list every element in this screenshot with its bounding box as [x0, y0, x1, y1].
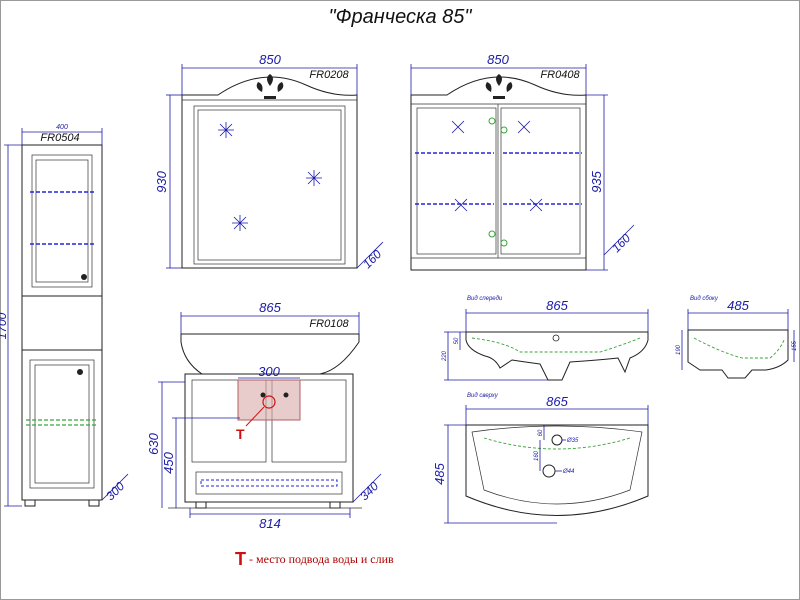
vanity-foot — [329, 501, 341, 509]
vanity-base-width-label: 814 — [259, 516, 281, 531]
mirror-fr0208: 850 FR0208 930 160 — [154, 52, 384, 271]
legend-mark: Т — [235, 549, 246, 569]
drain-hole — [542, 464, 556, 478]
sink-side-depth-label: 485 — [727, 298, 749, 313]
sparkle-icon — [517, 120, 531, 134]
mirror-depth-label: 160 — [360, 247, 384, 271]
front-view-label: Вид спереди — [467, 296, 503, 302]
drain-point — [262, 395, 276, 409]
mirror-height-label: 930 — [154, 170, 169, 192]
sink-top-depth-label: 485 — [432, 462, 447, 484]
cabinet-depth-label: 300 — [103, 479, 127, 503]
top-view-label: Вид сверху — [467, 393, 499, 399]
sink-side-view: Вид сбоку 485 190 155 — [676, 296, 798, 379]
vanity-body — [184, 373, 354, 503]
sparkle-icon — [529, 198, 543, 212]
sparkle-icon — [451, 120, 465, 134]
cabinet-upper-door — [31, 154, 93, 288]
sparkle-icon — [232, 215, 248, 231]
vanity-knob — [283, 392, 289, 398]
vanity-height-label: 630 — [146, 432, 161, 454]
vanity-top-width-label: 865 — [259, 300, 281, 315]
legend: Т - место подвода воды и слив — [235, 549, 394, 570]
sink-side-outline — [687, 329, 789, 379]
wall-model-label: FR0408 — [540, 69, 580, 81]
wall-depth-label: 160 — [609, 231, 633, 255]
legend-text: - место подвода воды и слив — [249, 552, 394, 566]
sparkle-icon — [306, 170, 322, 186]
cabinet-lower-door — [29, 359, 95, 489]
drain-hole-label: Ø44 — [562, 469, 575, 475]
cabinet-foot — [88, 499, 100, 507]
sparkle-icon — [218, 122, 234, 138]
ornament-icon — [256, 74, 284, 99]
cabinet-width-label: 400 — [56, 124, 68, 131]
sink-front-view: Вид спереди 865 220 50 — [442, 296, 649, 381]
wall-cabinet-fr0408: 850 FR0408 935 160 — [410, 52, 635, 271]
vanity-foot — [195, 501, 207, 509]
faucet-hole-label: Ø35 — [566, 438, 579, 444]
drawing-title: "Франческа 85" — [328, 6, 472, 28]
sink-top-width-label: 865 — [546, 394, 568, 409]
vanity-depth-label: 340 — [357, 479, 381, 503]
ornament-icon — [485, 74, 513, 99]
sink-side-height-a-label: 190 — [676, 344, 682, 355]
vanity-fr0108: Т 865 FR0108 300 630 450 814 340 — [146, 300, 381, 531]
sink-top-view: Вид сверху Ø35 Ø44 60 160 865 485 — [432, 393, 649, 524]
wall-cabinet-right-door — [500, 107, 581, 255]
vanity-left-door — [191, 379, 267, 463]
wall-cabinet-body — [410, 76, 587, 271]
sink-front-outline — [465, 331, 649, 381]
sink-top-outline — [465, 424, 649, 516]
service-zone — [237, 379, 301, 421]
wall-cabinet-knob — [500, 239, 508, 247]
side-view-label: Вид сбоку — [690, 296, 719, 302]
sink-hole-offset-a-label: 60 — [538, 429, 544, 436]
wall-cabinet-knob — [500, 126, 508, 134]
wall-cabinet-knob — [488, 117, 496, 125]
mirror-model-label: FR0208 — [309, 69, 349, 81]
cabinet-model-label: FR0504 — [40, 132, 79, 144]
vanity-drawer — [195, 471, 343, 495]
service-mark: Т — [236, 426, 245, 442]
cabinet-fr0504: 400 FR0504 1700 300 — [0, 124, 129, 507]
sparkle-icon — [454, 198, 468, 212]
mirror-width-label: 850 — [259, 52, 281, 67]
sink-front-bowl-label: 50 — [454, 337, 460, 344]
sink-hole-offset-b-label: 160 — [534, 450, 540, 461]
vanity-model-label: FR0108 — [309, 318, 349, 330]
cabinet-height-label: 1700 — [0, 312, 9, 339]
cabinet-knob — [77, 369, 83, 375]
vanity-pipe-height-label: 450 — [161, 451, 176, 473]
mirror-frame — [181, 76, 358, 269]
sink-front-height-label: 220 — [442, 350, 448, 362]
vanity-inner-width-label: 300 — [258, 364, 280, 379]
sink-front-width-label: 865 — [546, 298, 568, 313]
wall-cabinet-knob — [488, 230, 496, 238]
wall-height-label: 935 — [589, 170, 604, 192]
faucet-hole — [551, 434, 563, 446]
mirror-glass — [193, 105, 346, 265]
vanity-knob — [260, 392, 266, 398]
cabinet-foot — [24, 499, 36, 507]
cabinet-body — [21, 144, 103, 501]
vanity-right-door — [271, 379, 347, 463]
wall-width-label: 850 — [487, 52, 509, 67]
wall-cabinet-left-door — [416, 107, 497, 255]
cabinet-knob — [81, 274, 87, 280]
sink-side-height-b-label: 155 — [792, 340, 798, 351]
